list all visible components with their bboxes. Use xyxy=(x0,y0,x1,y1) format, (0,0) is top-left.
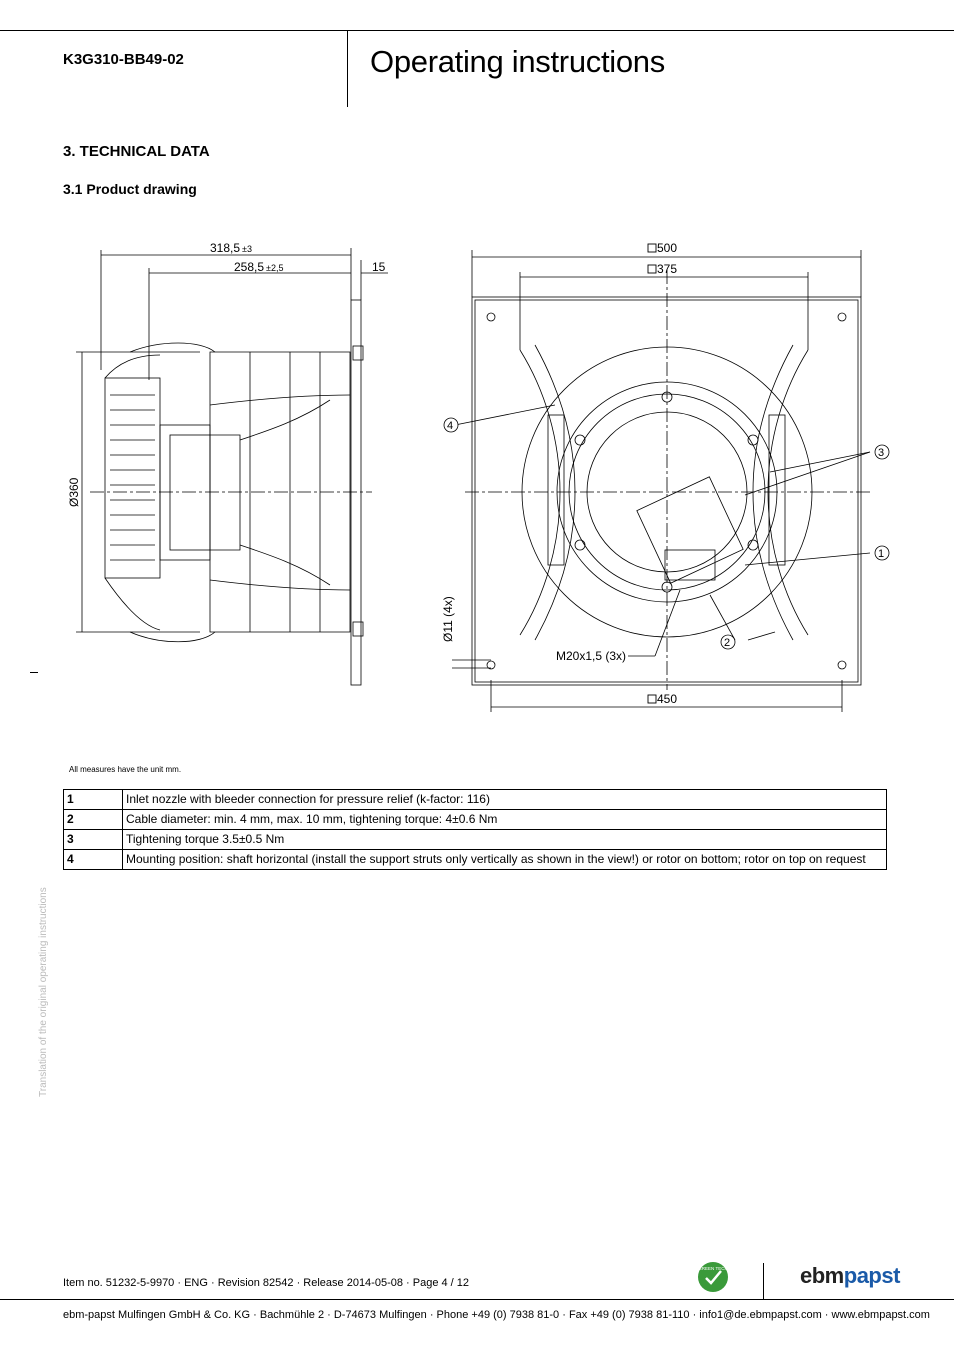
green-tech-badge-icon: GREEN TECH xyxy=(698,1262,728,1292)
dim-holes: Ø11 (4x) xyxy=(441,596,455,642)
legend-text: Cable diameter: min. 4 mm, max. 10 mm, t… xyxy=(122,809,887,830)
document-title: Operating instructions xyxy=(370,44,665,79)
subsection-heading: 3.1 Product drawing xyxy=(63,181,197,197)
callout-1: 1 xyxy=(878,548,884,560)
header-top-rule xyxy=(0,30,954,31)
footer-rule xyxy=(0,1299,954,1300)
square-symbol-500 xyxy=(647,243,657,253)
dim-strut-span: 375 xyxy=(657,262,677,276)
legend-num: 4 xyxy=(63,849,123,870)
square-symbol-450 xyxy=(647,694,657,704)
logo-part-ebm: ebm xyxy=(800,1263,844,1288)
callout-3: 3 xyxy=(878,447,884,459)
legend-text: Mounting position: shaft horizontal (ins… xyxy=(122,849,887,870)
model-number: K3G310-BB49-02 xyxy=(63,51,184,68)
dim-diameter: Ø360 xyxy=(67,477,81,507)
margin-tick xyxy=(30,672,38,673)
legend-num: 1 xyxy=(63,789,123,810)
footer-divider xyxy=(763,1263,764,1299)
legend-table: 1 Inlet nozzle with bleeder connection f… xyxy=(63,789,887,870)
product-drawing: 318,5 ±3 258,5 ±2,5 15 Ø360 500 375 450 … xyxy=(67,241,890,712)
section-heading: 3. TECHNICAL DATA xyxy=(63,143,210,160)
svg-text:GREEN TECH: GREEN TECH xyxy=(698,1266,727,1271)
dim-plate-thickness: 15 xyxy=(372,260,386,274)
table-row: 2 Cable diameter: min. 4 mm, max. 10 mm,… xyxy=(63,809,887,830)
header-divider xyxy=(347,30,348,107)
table-row: 3 Tightening torque 3.5±0.5 Nm xyxy=(63,829,887,850)
translation-note: Translation of the original operating in… xyxy=(38,887,49,1097)
logo-part-papst: papst xyxy=(843,1263,901,1288)
dim-motor-length: 258,5 xyxy=(234,260,264,274)
callout-4: 4 xyxy=(447,420,453,432)
legend-num: 3 xyxy=(63,829,123,850)
footer-item-info: Item no. 51232-5-9970 · ENG · Revision 8… xyxy=(63,1277,470,1289)
legend-num: 2 xyxy=(63,809,123,830)
square-symbol-375 xyxy=(647,264,657,274)
callout-2: 2 xyxy=(724,637,730,649)
units-note: All measures have the unit mm. xyxy=(69,765,182,774)
dim-gland: M20x1,5 (3x) xyxy=(556,649,626,663)
dim-hole-span: 450 xyxy=(657,692,677,706)
legend-text: Inlet nozzle with bleeder connection for… xyxy=(122,789,887,810)
legend-text: Tightening torque 3.5±0.5 Nm xyxy=(122,829,887,850)
dim-overall-length: 318,5 xyxy=(210,241,240,255)
table-row: 1 Inlet nozzle with bleeder connection f… xyxy=(63,789,887,810)
table-row: 4 Mounting position: shaft horizontal (i… xyxy=(63,849,887,870)
dim-motor-tol: ±2,5 xyxy=(266,263,283,273)
ebmpapst-logo: ebmpapst xyxy=(800,1263,900,1289)
dim-plate-outer: 500 xyxy=(657,241,677,255)
footer-company-info: ebm-papst Mulfingen GmbH & Co. KG · Bach… xyxy=(63,1309,930,1321)
dim-overall-tol: ±3 xyxy=(242,244,252,254)
